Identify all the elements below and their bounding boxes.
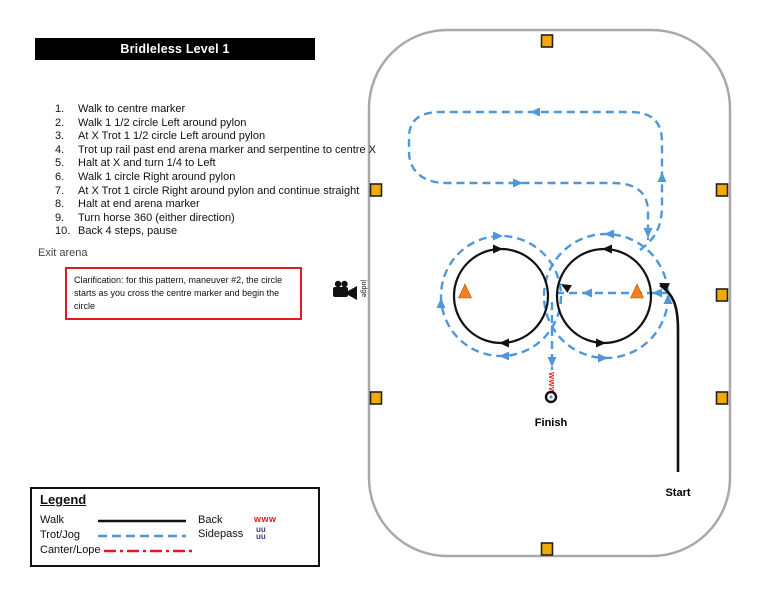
arena-marker [369,391,383,405]
direction-arrow [652,288,662,298]
instruction-item: Halt at end arena marker [55,198,200,211]
direction-arrow [436,298,446,308]
instructions-list: Walk to centre marker Walk 1 1/2 circle … [55,103,377,239]
instruction-item: Turn horse 360 (either direction) [55,211,235,224]
camera-lens [348,286,357,300]
title-bar: Bridleless Level 1 [35,38,315,60]
camera-body [333,287,348,297]
clarification-text: Clarification: for this pattern, maneuve… [74,275,283,312]
pylon-cones [458,283,644,299]
camera-reel [334,280,342,288]
direction-arrow [602,244,612,254]
arena-marker [715,288,729,302]
page-title: Bridleless Level 1 [120,42,230,56]
judge-label: judge [360,279,367,297]
legend-walk-label: Walk [40,514,65,526]
walk-line-sample [98,519,186,523]
direction-arrow [663,294,673,304]
start-label: Start [665,487,690,499]
finish-label: Finish [535,417,568,429]
direction-arrow [596,338,606,348]
judge-camera-icon [333,280,357,300]
trot-circle-left [439,234,563,358]
instruction-item: Walk 1 circle Right around pylon [55,170,236,183]
sidepass-mark-row: uu [256,525,266,534]
direction-arrow [493,231,503,241]
trot-direction-arrows [436,107,673,367]
pylon-cone-left [458,283,472,299]
canter-line-sample [104,549,192,553]
legend-trot-label: Trot/Jog [40,529,80,541]
arena-marker [540,34,554,48]
instruction-item: At X Trot 1 1/2 circle Left around pylon [55,130,266,143]
instruction-item: At X Trot 1 circle Right around pylon an… [55,184,360,197]
trot-line-sample [98,534,186,538]
instruction-item: Trot up rail past end arena marker and s… [55,143,376,156]
legend-sidepass-label: Sidepass [198,528,244,540]
direction-arrow [530,107,540,117]
direction-arrow [561,284,572,293]
direction-arrow [499,338,509,348]
clarification-box: Clarification: for this pattern, maneuve… [65,267,302,321]
arena-marker [715,183,729,197]
direction-arrow [598,353,608,363]
sidepass-marks-sample: uu uu [256,525,266,541]
camera-reel [341,280,348,288]
serpentine-path [407,110,664,251]
arena-marker [540,542,554,556]
direction-arrow [493,244,503,254]
instruction-item: Walk to centre marker [55,103,186,115]
instruction-item: Back 4 steps, pause [55,225,178,238]
trot-paths [407,110,670,370]
direction-arrow [657,172,667,182]
direction-arrow [659,283,670,292]
arena-boundary [367,28,732,558]
exit-arena-label: Exit arena [38,247,88,259]
legend-canter-label: Canter/Lope [40,544,101,556]
pylon-cone-right [630,283,644,299]
direction-arrow [582,288,592,298]
direction-arrow [513,178,523,188]
sidepass-mark-row: uu [256,531,266,541]
walk-direction-arrows [493,244,670,348]
direction-arrow [547,357,557,367]
instruction-item: Halt at X and turn 1/4 to Left [55,157,216,170]
back-marks: www [547,371,557,395]
direction-arrow [604,229,614,239]
direction-arrow [643,228,653,238]
instruction-item: Walk 1 1/2 circle Left around pylon [55,116,247,129]
arena-marker [715,391,729,405]
legend-back-label: Back [198,514,223,526]
legend-box: Legend Walk Trot/Jog Canter/Lope Back ww… [30,487,320,567]
start-path [659,283,680,472]
finish-marker-dot [549,395,553,399]
trot-circle-right [542,232,670,360]
walk-paths [452,247,680,472]
legend-title: Legend [40,492,87,507]
direction-arrow [499,351,509,361]
back-marks-sample: www [254,514,277,524]
